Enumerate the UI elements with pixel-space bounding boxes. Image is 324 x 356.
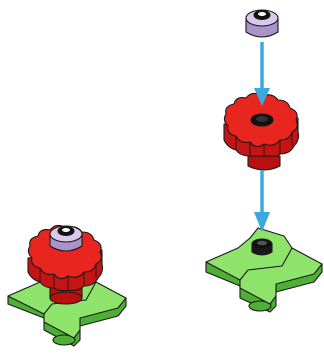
green-flower-plate-exploded bbox=[205, 227, 323, 313]
assembly-arrow-cap-to-gear bbox=[254, 42, 270, 106]
red-gear-assembled bbox=[27, 224, 104, 305]
assembled-model bbox=[7, 224, 127, 347]
lavender-cap-exploded bbox=[245, 9, 279, 38]
lavender-cap-assembled bbox=[49, 225, 83, 252]
exploded-assembly bbox=[205, 9, 323, 313]
assembly-arrow-gear-to-plate bbox=[254, 170, 270, 232]
red-gear-exploded bbox=[223, 92, 300, 171]
